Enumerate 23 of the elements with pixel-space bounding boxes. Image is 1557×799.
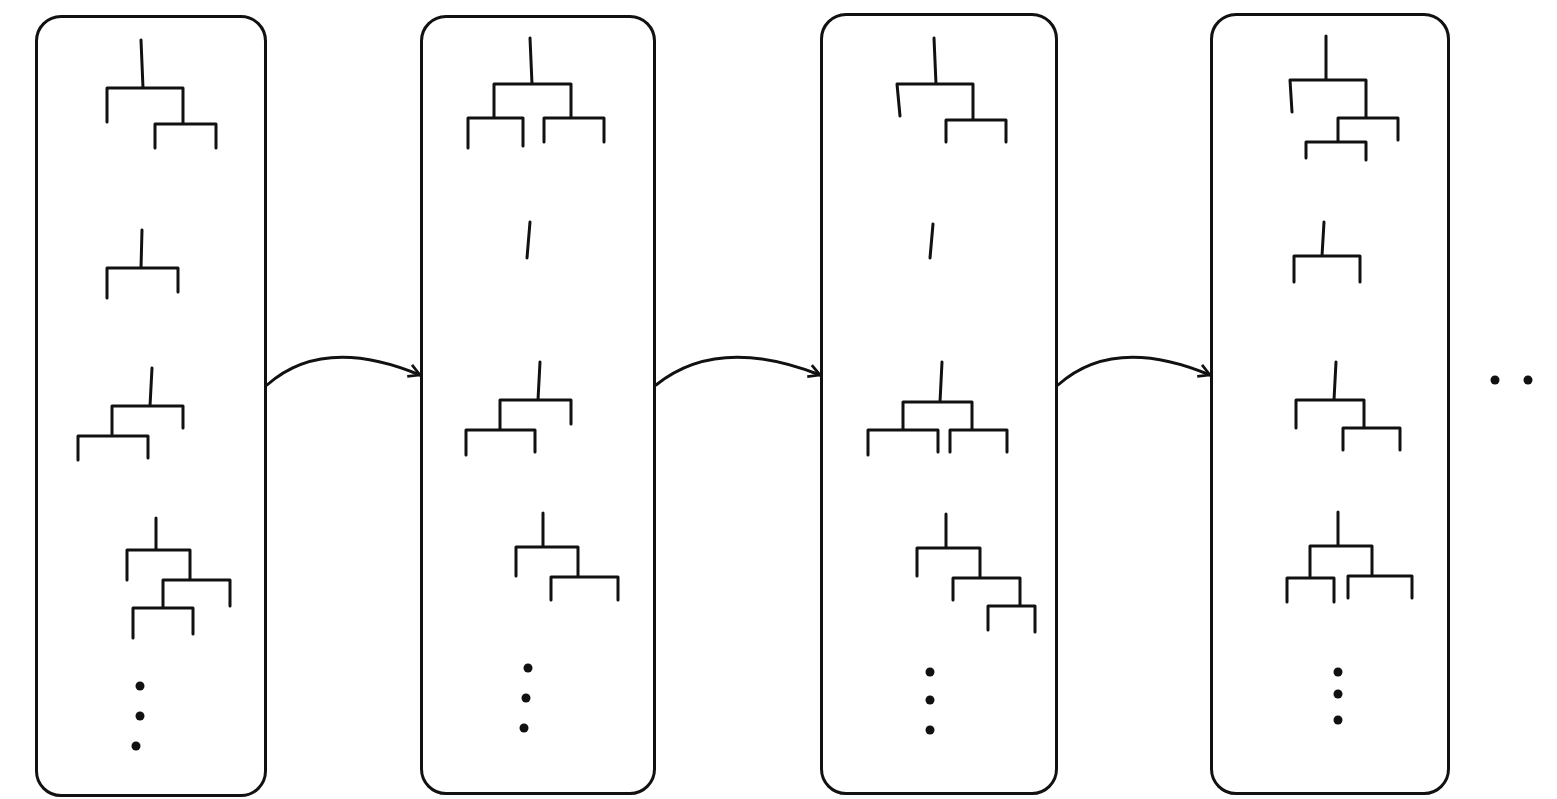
arrow [654,355,822,387]
tree-drawing [464,360,573,457]
panel-box [1210,13,1450,795]
tree-drawing [514,511,620,602]
tree-drawing [105,228,180,300]
tree-drawing [895,36,1008,144]
panel-box [35,15,267,797]
arrow [1056,355,1212,387]
tree-drawing [1292,220,1362,284]
tree-drawing [466,36,606,150]
tree-drawing [928,222,935,260]
tree-drawing [1294,360,1402,452]
tree-drawing [915,512,1037,634]
tree-drawing [525,220,532,260]
tree-drawing [1288,34,1400,162]
tree-drawing [76,366,185,462]
tree-drawing [866,360,1009,457]
arrow [265,355,422,387]
tree-drawing [105,38,218,150]
panel-box [820,13,1058,795]
tree-drawing [125,516,232,640]
tree-drawing [1285,510,1414,604]
panel-box [420,15,656,795]
